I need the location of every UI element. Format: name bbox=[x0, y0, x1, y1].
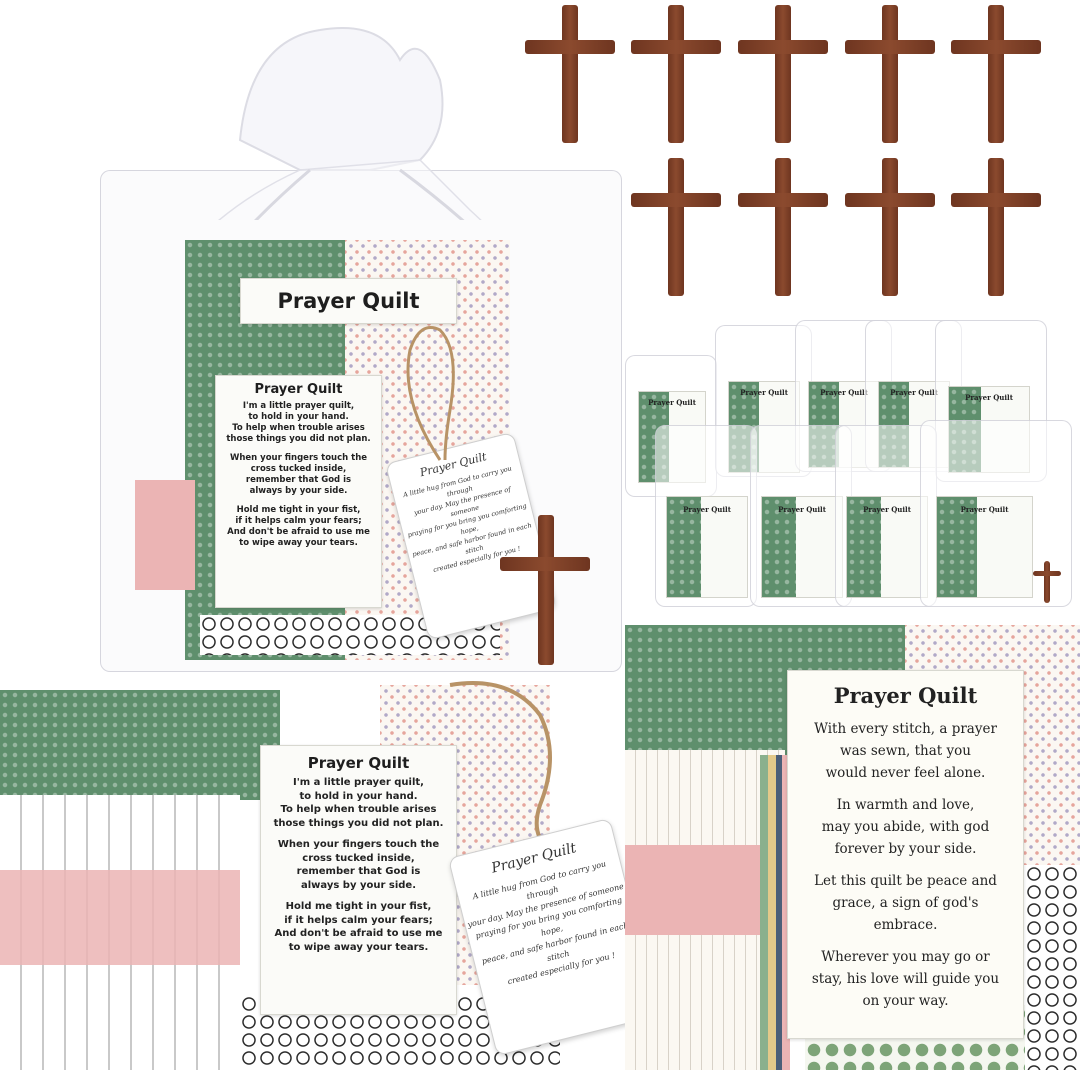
wooden-cross-icon bbox=[845, 158, 935, 296]
poem-line: if it helps calm your fears; bbox=[284, 914, 433, 926]
wooden-cross-icon bbox=[1033, 561, 1061, 603]
poem-label-text: I'm a little prayer quilt, to hold in you… bbox=[261, 776, 456, 954]
poem-card-line: on your way. bbox=[862, 993, 949, 1009]
poem-card-title: Prayer Quilt bbox=[833, 683, 978, 708]
poem-line: Hold me tight in your fist, bbox=[236, 505, 361, 515]
mini-card-green bbox=[937, 497, 977, 597]
poem-line: remember that God is bbox=[245, 475, 352, 485]
mini-card-title: Prayer Quilt bbox=[740, 388, 788, 397]
poem-card-line: Let this quilt be peace and bbox=[814, 873, 997, 889]
twine-icon bbox=[406, 326, 455, 461]
poem-line: I'm a little prayer quilt, bbox=[293, 777, 424, 788]
poem-line: always by your side. bbox=[249, 486, 348, 496]
poem-card-line: With every stitch, a prayer bbox=[814, 721, 997, 737]
quilt-stack-pink bbox=[0, 870, 240, 965]
quilt-poem-label-large: Prayer Quilt I'm a little prayer quilt, t… bbox=[260, 745, 457, 1015]
quilt-stack-green bbox=[0, 690, 280, 800]
poem-label-title: Prayer Quilt bbox=[254, 382, 343, 397]
wooden-cross-icon bbox=[951, 158, 1041, 296]
mini-card: Prayer Quilt bbox=[936, 496, 1033, 598]
poem-card-line: was sewn, that you bbox=[840, 743, 971, 759]
wooden-cross-icon bbox=[738, 158, 828, 296]
poem-card-text: With every stitch, a prayer was sewn, tha… bbox=[788, 718, 1023, 1012]
wooden-cross-icon bbox=[631, 5, 721, 143]
mini-card-title: Prayer Quilt bbox=[965, 393, 1013, 402]
poem-line: When your fingers touch the bbox=[229, 453, 368, 463]
twine-icon bbox=[449, 681, 552, 852]
wooden-cross-icon bbox=[631, 158, 721, 296]
mini-card-title: Prayer Quilt bbox=[820, 388, 868, 397]
mini-bags-grid: Prayer Quilt Prayer Quilt Prayer Quilt P… bbox=[615, 315, 1075, 610]
card-stack: Prayer Quilt With every stitch, a prayer… bbox=[625, 625, 1080, 1070]
poem-card-line: may you abide, with god bbox=[821, 819, 990, 835]
organza-bag-icon: Prayer Quilt bbox=[655, 425, 757, 607]
poem-line: Hold me tight in your fist, bbox=[285, 901, 432, 912]
mini-card-green bbox=[762, 497, 796, 597]
poem-card-line: would never feel alone. bbox=[825, 765, 986, 781]
organza-bag-icon: Prayer Quilt bbox=[750, 425, 852, 607]
wooden-cross-icon bbox=[525, 5, 615, 143]
mini-card-title: Prayer Quilt bbox=[960, 505, 1009, 514]
poem-line: if it helps calm your fears; bbox=[235, 516, 362, 526]
poem-line: To help when trouble arises bbox=[280, 804, 437, 815]
wooden-cross-icon bbox=[845, 5, 935, 143]
poem-label-text: I'm a little prayer quilt,to hold in you… bbox=[216, 401, 381, 549]
card-stack-pink bbox=[625, 845, 765, 935]
poem-line: remember that God is bbox=[296, 866, 421, 877]
mini-card-green bbox=[847, 497, 881, 597]
mini-card-title: Prayer Quilt bbox=[863, 505, 911, 514]
poem-card-line: grace, a sign of god's bbox=[832, 895, 979, 911]
crosses-grid bbox=[525, 5, 1045, 305]
mini-card-title: Prayer Quilt bbox=[683, 505, 731, 514]
poem-line: those things you did not plan. bbox=[273, 817, 444, 829]
card-stack-circles bbox=[1025, 865, 1080, 1070]
poem-card-line: Wherever you may go or bbox=[821, 949, 990, 965]
mini-card-title: Prayer Quilt bbox=[778, 505, 826, 514]
mini-card-green bbox=[667, 497, 701, 597]
wooden-cross-icon bbox=[951, 5, 1041, 143]
wooden-cross-icon bbox=[500, 515, 590, 665]
poem-line: I'm a little prayer quilt, bbox=[242, 401, 355, 411]
quilt-poem-label: Prayer Quilt I'm a little prayer quilt,t… bbox=[215, 375, 382, 608]
mini-card: Prayer Quilt bbox=[846, 496, 928, 598]
poem-line: When your fingers touch the bbox=[277, 839, 440, 850]
mini-card: Prayer Quilt bbox=[666, 496, 748, 598]
organza-bag-main: Prayer Quilt Prayer Quilt I'm a little p… bbox=[70, 20, 622, 672]
poem-line: those things you did not plan. bbox=[226, 434, 371, 444]
poem-line: to wipe away your tears. bbox=[288, 941, 429, 953]
poem-card-line: embrace. bbox=[873, 917, 938, 933]
quilt-title: Prayer Quilt bbox=[277, 289, 420, 313]
quilt-pink-stripe bbox=[135, 480, 195, 590]
poem-line: to hold in your hand. bbox=[248, 412, 349, 422]
poem-line: And don't be afraid to use me bbox=[274, 928, 443, 939]
poem-line: always by your side. bbox=[300, 879, 416, 891]
organza-bag-ruffle-icon bbox=[218, 27, 482, 220]
poem-card-line: stay, his love will guide you bbox=[811, 971, 1000, 987]
quilt-title-label: Prayer Quilt bbox=[240, 278, 457, 324]
mini-card: Prayer Quilt bbox=[761, 496, 843, 598]
poem-line: And don't be afraid to use me bbox=[227, 527, 370, 537]
quilt-stack: Prayer Quilt I'm a little prayer quilt, t… bbox=[0, 675, 660, 1070]
poem-card-line: forever by your side. bbox=[834, 841, 977, 857]
mini-card-title: Prayer Quilt bbox=[648, 398, 696, 407]
poem-card: Prayer Quilt With every stitch, a prayer… bbox=[787, 670, 1024, 1039]
poem-label-title: Prayer Quilt bbox=[307, 754, 410, 772]
poem-line: to wipe away your tears. bbox=[239, 538, 358, 548]
organza-bag-icon: Prayer Quilt bbox=[920, 420, 1072, 607]
poem-line: To help when trouble arises bbox=[232, 423, 365, 433]
poem-line: cross tucked inside, bbox=[302, 852, 415, 864]
wooden-cross-icon bbox=[738, 5, 828, 143]
poem-line: to hold in your hand. bbox=[299, 790, 418, 802]
mini-card-title: Prayer Quilt bbox=[890, 388, 938, 397]
poem-line: cross tucked inside, bbox=[250, 464, 347, 474]
poem-card-line: In warmth and love, bbox=[836, 797, 975, 813]
